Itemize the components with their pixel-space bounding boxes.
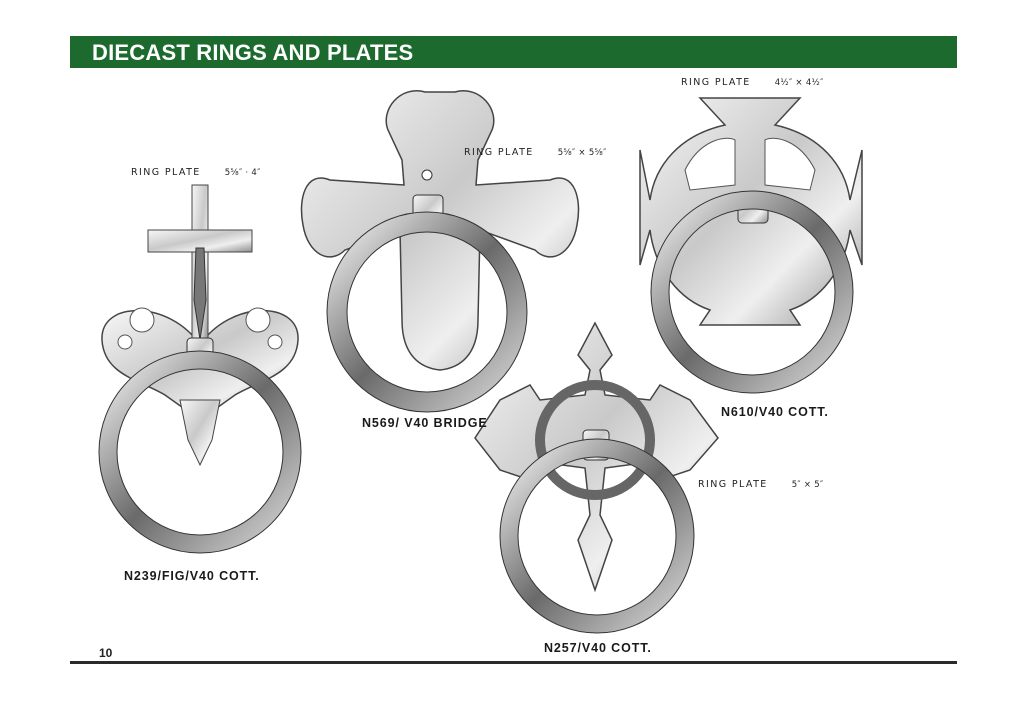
crucifix-heart-ring-plate xyxy=(98,184,302,554)
page-number: 10 xyxy=(99,646,113,660)
spec-n257: RING PLATE 5″ × 5″ xyxy=(698,479,824,490)
product-code-n610: N610/V40 COTT. xyxy=(721,405,829,419)
product-code-n257: N257/V40 COTT. xyxy=(544,641,652,655)
spec-label: RING PLATE xyxy=(131,167,201,178)
spec-label: RING PLATE xyxy=(464,147,534,158)
spec-size: 5″ × 5″ xyxy=(791,480,824,490)
spec-n239: RING PLATE 5⅝″ · 4″ xyxy=(131,167,261,178)
spec-n610: RING PLATE 4½″ × 4½″ xyxy=(681,77,824,88)
spec-label: RING PLATE xyxy=(681,77,751,88)
product-code-n239: N239/FIG/V40 COTT. xyxy=(124,569,260,583)
bridge-cross-ring-plate xyxy=(300,90,580,413)
spec-size: 5⅝″ × 5⅝″ xyxy=(557,148,607,158)
spec-size: 5⅝″ · 4″ xyxy=(224,168,261,178)
footer-rule xyxy=(70,661,957,664)
product-code-n569: N569/ V40 BRIDGE xyxy=(362,416,488,430)
spec-n569: RING PLATE 5⅝″ × 5⅝″ xyxy=(464,147,607,158)
section-header-bar: DIECAST RINGS AND PLATES xyxy=(70,36,957,68)
fleury-cross-ring-plate xyxy=(474,321,719,634)
spec-label: RING PLATE xyxy=(698,479,768,490)
section-title: DIECAST RINGS AND PLATES xyxy=(92,40,414,65)
spec-size: 4½″ × 4½″ xyxy=(774,78,824,88)
celtic-cross-ring-plate xyxy=(639,97,863,394)
